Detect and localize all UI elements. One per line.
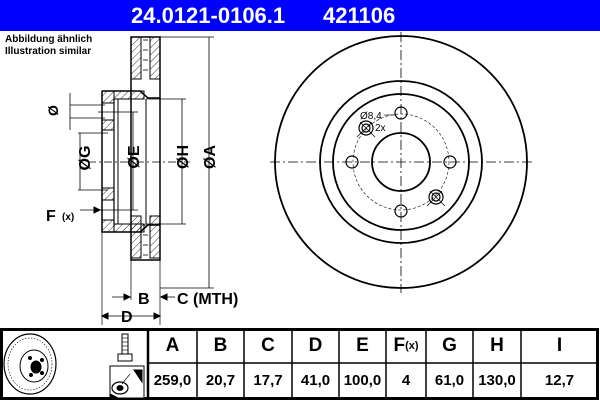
value-D: 41,0 [300, 372, 331, 389]
label-F: F [46, 208, 56, 225]
table-grid [0, 328, 599, 400]
alt-part-number: 421106 [323, 3, 396, 28]
threaded-hole-icon [426, 189, 446, 207]
cleaning-spray-icon [109, 365, 145, 399]
hole-diameter-label: Ø8,4 [360, 111, 382, 122]
col-header-A: A [165, 334, 180, 356]
value-B: 20,7 [205, 372, 236, 389]
brake-disc-thumbnail-icon [3, 333, 57, 395]
label-A: ØA [202, 145, 219, 169]
col-header-E: E [356, 334, 369, 356]
col-header-D: D [308, 334, 323, 356]
col-header-F-label: F [393, 334, 406, 356]
part-number: 24.0121-0106.1 [131, 3, 286, 28]
value-F: 4 [401, 372, 411, 389]
value-G: 61,0 [434, 372, 465, 389]
col-header-B: B [213, 334, 228, 356]
col-header-F-sub: (x) [405, 339, 419, 352]
col-header-H: H [490, 334, 504, 356]
label-F-sub: (x) [62, 212, 74, 223]
value-H: 130,0 [478, 372, 516, 389]
note-line-en: Illustration similar [5, 46, 92, 57]
threaded-hole-icon [356, 120, 376, 138]
col-header-G: G [442, 334, 457, 356]
title-bar: 24.0121-0106.1 421106 [0, 0, 600, 31]
label-H: ØH [175, 145, 192, 169]
col-header-C: C [261, 334, 275, 356]
label-phi: Ø [45, 105, 61, 116]
label-D: D [121, 309, 133, 326]
spec-table: A B C D E F(x) G H I 259,0 20,7 17,7 41,… [0, 328, 600, 400]
label-C: C (MTH) [177, 291, 238, 308]
label-G: ØG [77, 146, 94, 171]
label-E: ØE [126, 145, 143, 168]
front-view [270, 32, 533, 293]
value-E: 100,0 [343, 372, 382, 389]
label-B: B [138, 291, 150, 308]
col-header-F: F(x) [386, 328, 426, 363]
hole-count-label: 2x [375, 123, 386, 134]
value-C: 17,7 [253, 372, 283, 389]
value-A: 259,0 [153, 372, 192, 389]
technical-drawing: Ø ØG ØE ØH ØA F (x) B C (MTH) D [45, 32, 533, 326]
side-section-view [69, 36, 214, 325]
value-I: 12,7 [544, 372, 575, 389]
illustration-note: Abbildung ähnlich Illustration similar [5, 34, 92, 58]
col-header-I: I [556, 334, 563, 356]
bolt-icon [117, 333, 133, 362]
note-line-de: Abbildung ähnlich [5, 34, 93, 45]
